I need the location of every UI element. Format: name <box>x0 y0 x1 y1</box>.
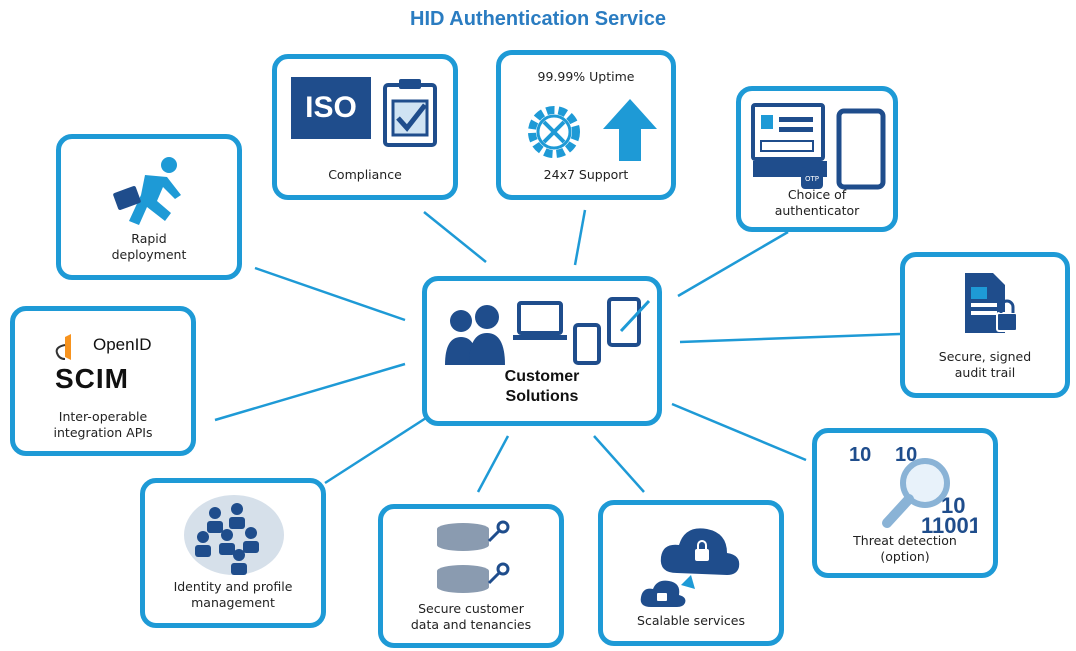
center-node: Customer Solutions <box>422 276 662 426</box>
openid-label: Inter-operable integration APIs <box>53 409 153 440</box>
audit-node: Secure, signed audit trail <box>900 252 1070 398</box>
cloud-lock-icon <box>640 528 740 607</box>
scalable-label: Scalable services <box>637 613 745 628</box>
authenticator-devices-icon <box>751 103 886 190</box>
center-label: Customer Solutions <box>504 368 580 405</box>
rapid-label: Rapid deployment <box>111 231 187 262</box>
clipboard-check-icon <box>383 79 437 147</box>
authenticator-label: Choice of authenticator <box>774 187 860 218</box>
up-arrow-icon <box>603 99 657 161</box>
threat-magnifier-icon: 10 10 10 11001 <box>849 444 977 537</box>
iso-logo: ISO <box>291 77 371 139</box>
bits-r2: 11001 <box>921 513 977 537</box>
openid-text: OpenID <box>93 335 152 354</box>
running-person-icon <box>113 157 181 225</box>
compliance-node: ISO Compliance <box>272 54 458 200</box>
connector-support <box>573 209 587 266</box>
support-node: 99.99% Uptime 24x7 Support <box>496 50 676 200</box>
scim-logo: SCIM <box>55 363 129 394</box>
connector-threat <box>671 402 807 462</box>
connector-rapid <box>254 266 406 322</box>
customer-devices-icon <box>445 297 651 365</box>
identity-node: Identity and profile management <box>140 478 326 628</box>
threat-label: Threat detection (option) <box>853 533 957 564</box>
identity-label: Identity and profile management <box>173 579 293 610</box>
data-node: Secure customer data and tenancies <box>378 504 564 648</box>
people-group-icon <box>184 495 284 575</box>
threat-node: 10 10 10 11001 Threat detection (option) <box>812 428 998 578</box>
connector-authenticator <box>677 230 789 298</box>
data-label: Secure customer data and tenancies <box>410 601 532 632</box>
gear-tools-icon <box>528 106 580 158</box>
support-label: 24x7 Support <box>543 167 629 182</box>
audit-label: Secure, signed audit trail <box>938 349 1032 380</box>
openid-node: OpenID SCIM Inter-operable integration A… <box>10 306 196 456</box>
database-keys-icon <box>437 520 510 593</box>
uptime-label: 99.99% Uptime <box>537 69 635 84</box>
scalable-node: Scalable services <box>598 500 784 646</box>
connector-data <box>476 435 510 493</box>
signed-document-lock-icon <box>965 273 1018 333</box>
connector-audit <box>679 332 901 344</box>
connector-scalable <box>593 435 645 493</box>
diagram-title: HID Authentication Service <box>410 8 666 30</box>
connector-identity <box>324 416 427 485</box>
otp-text: OTP <box>805 175 820 183</box>
connector-compliance <box>423 211 487 263</box>
bits-top: 10 <box>849 444 871 466</box>
openid-logo-icon <box>55 334 71 360</box>
bits-top2: 10 <box>895 444 917 466</box>
authenticator-node: OTP Choice of authenticator <box>736 86 898 232</box>
connector-openid <box>214 362 406 422</box>
rapid-node: Rapid deployment <box>56 134 242 280</box>
compliance-label: Compliance <box>328 167 402 182</box>
